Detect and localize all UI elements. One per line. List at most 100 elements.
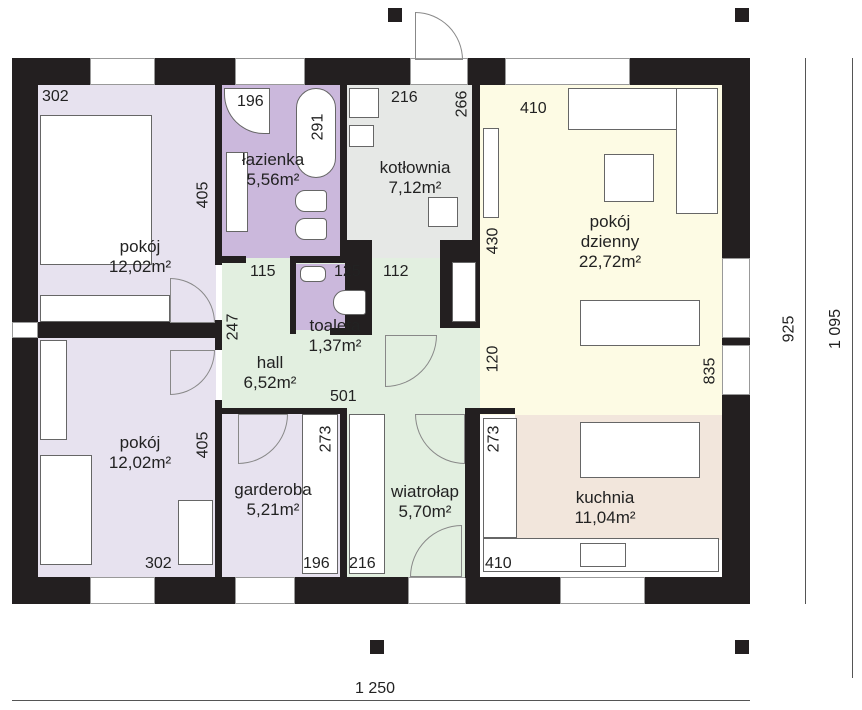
- dimension: 405: [194, 431, 212, 459]
- dimension: 196: [237, 93, 264, 110]
- window: [235, 577, 295, 604]
- corner-marker: [370, 640, 384, 654]
- sink: [349, 125, 374, 147]
- bidet: [295, 218, 327, 240]
- dimension: 291: [309, 113, 327, 141]
- wall: [340, 85, 347, 263]
- room-name: pokój: [119, 237, 161, 256]
- dimension-line: [12, 700, 750, 701]
- dimension: 266: [453, 90, 471, 118]
- window: [722, 345, 750, 395]
- sink: [226, 152, 248, 232]
- wall: [215, 400, 222, 578]
- dimension-line: [805, 58, 806, 604]
- window: [505, 58, 630, 85]
- desk: [178, 500, 213, 565]
- room-area: 22,72m²: [578, 252, 642, 271]
- shelf: [302, 414, 338, 574]
- sofa: [676, 88, 718, 214]
- door-entrance-gap: [410, 58, 468, 85]
- dimension: 410: [520, 100, 547, 117]
- dimension-line: [852, 58, 853, 678]
- wall: [215, 320, 222, 350]
- shelf: [349, 414, 385, 574]
- corner-marker: [735, 8, 749, 22]
- wall: [465, 408, 515, 414]
- fireplace: [452, 262, 476, 322]
- room-name: kotłownia: [379, 158, 451, 177]
- dimension: 216: [349, 555, 376, 572]
- room-name: kuchnia: [575, 488, 635, 507]
- boiler: [349, 88, 379, 118]
- door-swing[interactable]: [415, 12, 463, 60]
- door-front-gap: [408, 577, 466, 604]
- dimension: 501: [330, 388, 357, 405]
- room-area: 1,37m²: [308, 336, 362, 355]
- dimension: 1 095: [827, 308, 845, 350]
- wall: [215, 85, 222, 265]
- wall: [290, 256, 372, 263]
- wall: [222, 256, 246, 263]
- dimension: 925: [780, 315, 798, 343]
- bed: [40, 115, 152, 265]
- dimension: 273: [317, 425, 335, 453]
- room-area: 5,56m²: [246, 170, 300, 189]
- room-name: pokój: [119, 433, 161, 452]
- window: [235, 58, 305, 85]
- toilet-bowl: [333, 290, 366, 315]
- bathtub: [296, 88, 336, 178]
- window: [560, 577, 645, 604]
- sink: [300, 266, 326, 282]
- wall: [38, 322, 216, 338]
- dimension: 405: [194, 181, 212, 209]
- wall: [340, 410, 347, 578]
- room-area: 5,21m²: [246, 500, 300, 519]
- dimension: 430: [484, 227, 502, 255]
- heater: [428, 197, 458, 227]
- coffee-table: [604, 154, 654, 202]
- dimension: 196: [303, 555, 330, 572]
- room-name: toaleta: [309, 316, 361, 335]
- wall: [472, 85, 480, 245]
- room-name: łazienka: [241, 150, 305, 169]
- wall: [222, 408, 287, 414]
- corner-marker: [735, 640, 749, 654]
- room-area: 12,02m²: [108, 257, 172, 276]
- window: [90, 58, 155, 85]
- tv-cabinet: [483, 128, 499, 218]
- room-name: hall: [256, 353, 284, 372]
- dimension: 302: [145, 555, 172, 572]
- room-area: 7,12m²: [388, 178, 442, 197]
- room-name: wiatrołap: [390, 482, 460, 501]
- wardrobe: [40, 340, 67, 440]
- dimension: 302: [42, 88, 69, 105]
- dimension: 835: [701, 357, 719, 385]
- toilet-bowl: [295, 190, 327, 212]
- wall: [285, 408, 347, 414]
- room-area: 12,02m²: [108, 453, 172, 472]
- dimension: 410: [485, 555, 512, 572]
- room-area: 6,52m²: [243, 373, 297, 392]
- dimension: 125: [334, 263, 361, 280]
- kitchen-island: [580, 422, 700, 478]
- dimension: 112: [383, 263, 409, 280]
- corner-marker: [388, 8, 402, 22]
- wardrobe: [40, 295, 170, 322]
- room-area: 11,04m²: [574, 508, 636, 527]
- kitchen-sink: [580, 543, 626, 567]
- room-name: pokój: [589, 212, 631, 231]
- room-area: 5,70m²: [398, 502, 452, 521]
- dimension: 216: [391, 89, 418, 106]
- kitchen-counter: [483, 418, 517, 538]
